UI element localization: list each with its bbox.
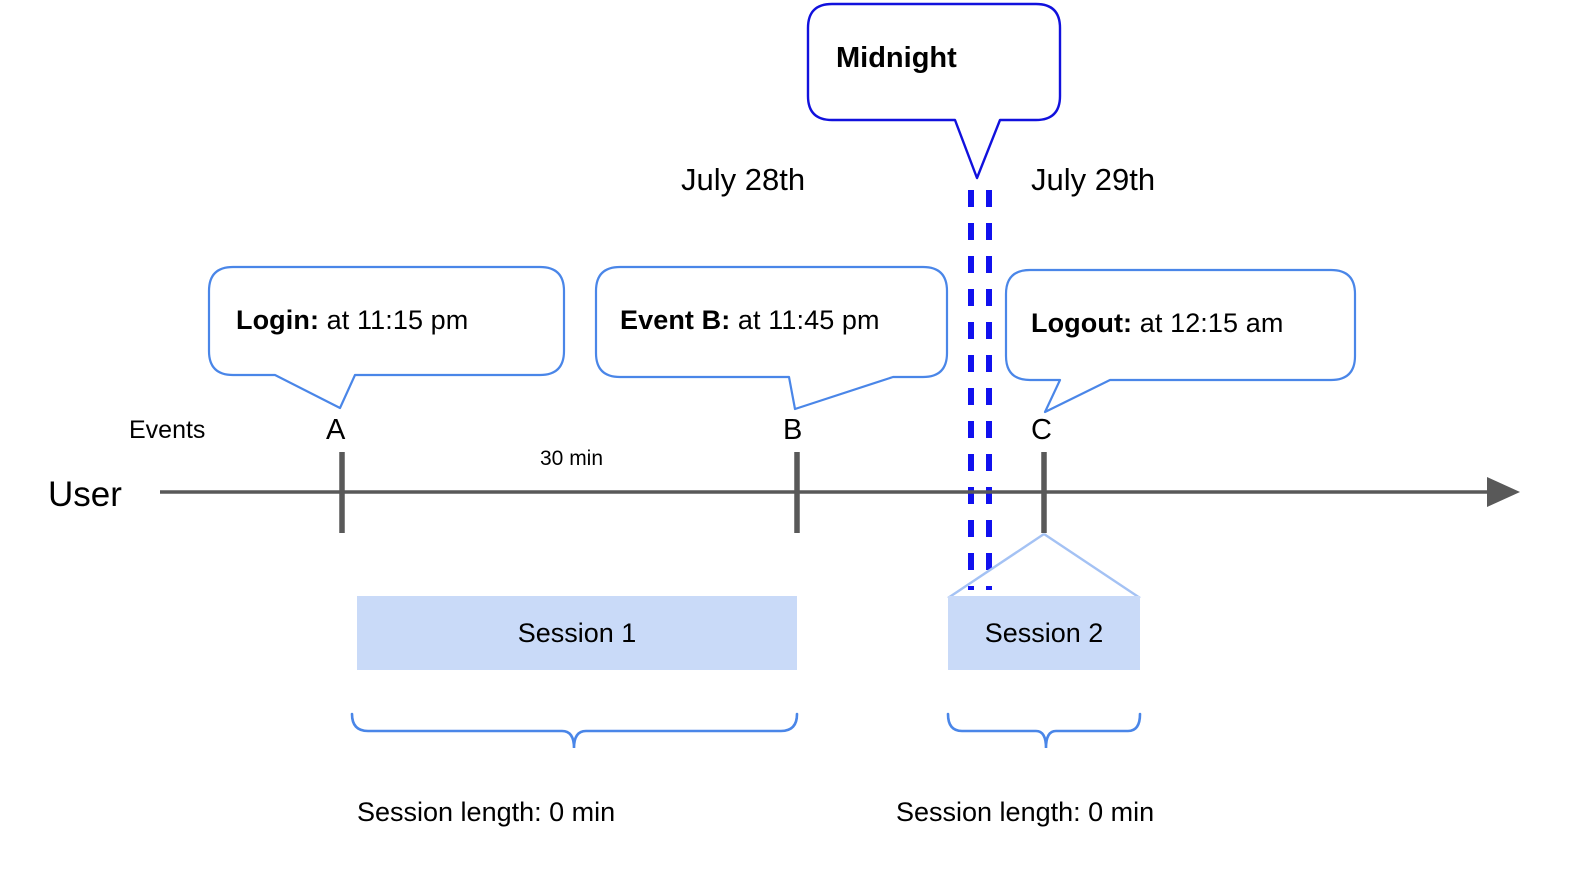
brace-session-1 (350, 712, 799, 749)
callout-shape-login (207, 265, 566, 410)
callout-rest-logout: at 12:15 am (1132, 308, 1284, 338)
callout-lead-event-b: Event B: (620, 305, 731, 335)
session-2-length-label: Session length: 0 min (896, 797, 1155, 827)
event-letter-b: B (783, 414, 803, 446)
session-2-connector (947, 533, 1141, 599)
callout-rest-login: at 11:15 pm (319, 305, 469, 335)
callout-rest-event-b: at 11:45 pm (730, 305, 880, 335)
callout-shape-event-b (594, 265, 949, 411)
events-row-label: Events (129, 416, 206, 444)
callout-text-event-b: Event B: at 11:45 pm (620, 307, 880, 334)
callout-lead-logout: Logout: (1031, 308, 1133, 338)
date-label-july-28: July 28th (681, 162, 806, 197)
session-2-label: Session 2 (984, 617, 1104, 648)
callout-lead-login: Login: (236, 305, 320, 335)
event-tick-marks (339, 452, 1047, 533)
midnight-label: Midnight (836, 42, 957, 74)
midnight-divider-lines (968, 190, 992, 590)
session-1-length-label: Session length: 0 min (357, 797, 616, 827)
brace-session-2 (946, 712, 1142, 749)
event-letter-c: C (1031, 414, 1052, 446)
user-row-label: User (48, 475, 122, 514)
duration-label-30-min: 30 min (540, 447, 604, 470)
callout-text-login: Login: at 11:15 pm (236, 307, 468, 334)
timeline-axis (160, 477, 1520, 507)
callout-shape-logout (1004, 268, 1357, 414)
callout-text-logout: Logout: at 12:15 am (1031, 310, 1283, 337)
date-label-july-29: July 29th (1031, 162, 1156, 197)
session-1-label: Session 1 (517, 617, 637, 648)
session-2-block: Session 2 (948, 596, 1140, 670)
midnight-callout-shape (806, 2, 1062, 180)
event-letter-a: A (326, 414, 346, 446)
session-1-block: Session 1 (357, 596, 797, 670)
